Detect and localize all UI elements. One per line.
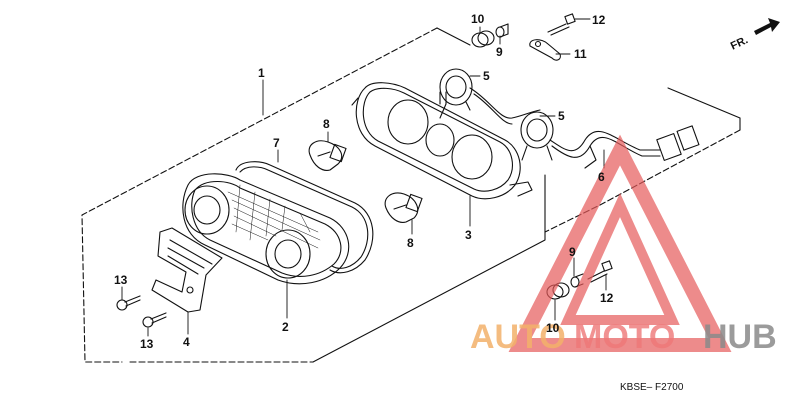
callout-5-lower: 5 [558, 109, 565, 123]
callout-5-upper: 5 [483, 69, 490, 83]
screw-lower [142, 312, 167, 328]
tail-lens [182, 173, 350, 285]
wire-harness [469, 87, 700, 169]
figure-code: KBSE– F2700 [620, 382, 684, 393]
callout-13-upper: 13 [114, 273, 128, 287]
lens-gasket [235, 161, 374, 274]
callout-12-lower: 12 [600, 291, 614, 305]
callout-12-upper: 12 [592, 13, 606, 27]
bulb-upper [308, 140, 347, 171]
bulb-socket-upper [439, 68, 473, 119]
bulb-lower [384, 192, 423, 223]
callout-4: 4 [183, 335, 190, 349]
callout-8-lower: 8 [407, 236, 414, 250]
callout-3: 3 [465, 228, 472, 242]
watermark-logo [508, 134, 732, 352]
callout-6: 6 [598, 170, 605, 184]
front-arrow-icon [754, 18, 780, 35]
callout-2: 2 [282, 320, 289, 334]
leader-lines [121, 18, 607, 337]
callout-labels: 1 2 3 4 5 5 6 7 8 8 9 9 10 10 11 12 12 1… [114, 12, 614, 351]
watermark-part-2: MOTO [574, 318, 675, 356]
callout-1: 1 [258, 66, 265, 80]
callout-9-lower: 9 [569, 245, 576, 259]
callout-13-lower: 13 [140, 337, 154, 351]
watermark-part-1: AUTO [470, 318, 566, 356]
front-direction: FR. [729, 18, 780, 53]
bolt-top [547, 13, 576, 36]
screw-upper [116, 295, 141, 311]
callout-10-lower: 10 [546, 321, 560, 335]
watermark-text: AUTO MOTO HUB [470, 318, 777, 356]
grommet-top [471, 23, 509, 48]
wire-clamp [529, 39, 561, 61]
watermark-part-3: HUB [703, 318, 777, 356]
callout-9-upper: 9 [496, 45, 503, 59]
assembly-outline [81, 27, 741, 363]
tail-housing [351, 82, 533, 200]
callout-10-upper: 10 [471, 12, 485, 26]
callout-11: 11 [574, 47, 587, 61]
front-label: FR. [729, 34, 750, 52]
mounting-stay [151, 227, 223, 313]
bulb-socket-lower [520, 111, 554, 161]
callout-7: 7 [273, 136, 280, 150]
callout-8-upper: 8 [323, 117, 330, 131]
